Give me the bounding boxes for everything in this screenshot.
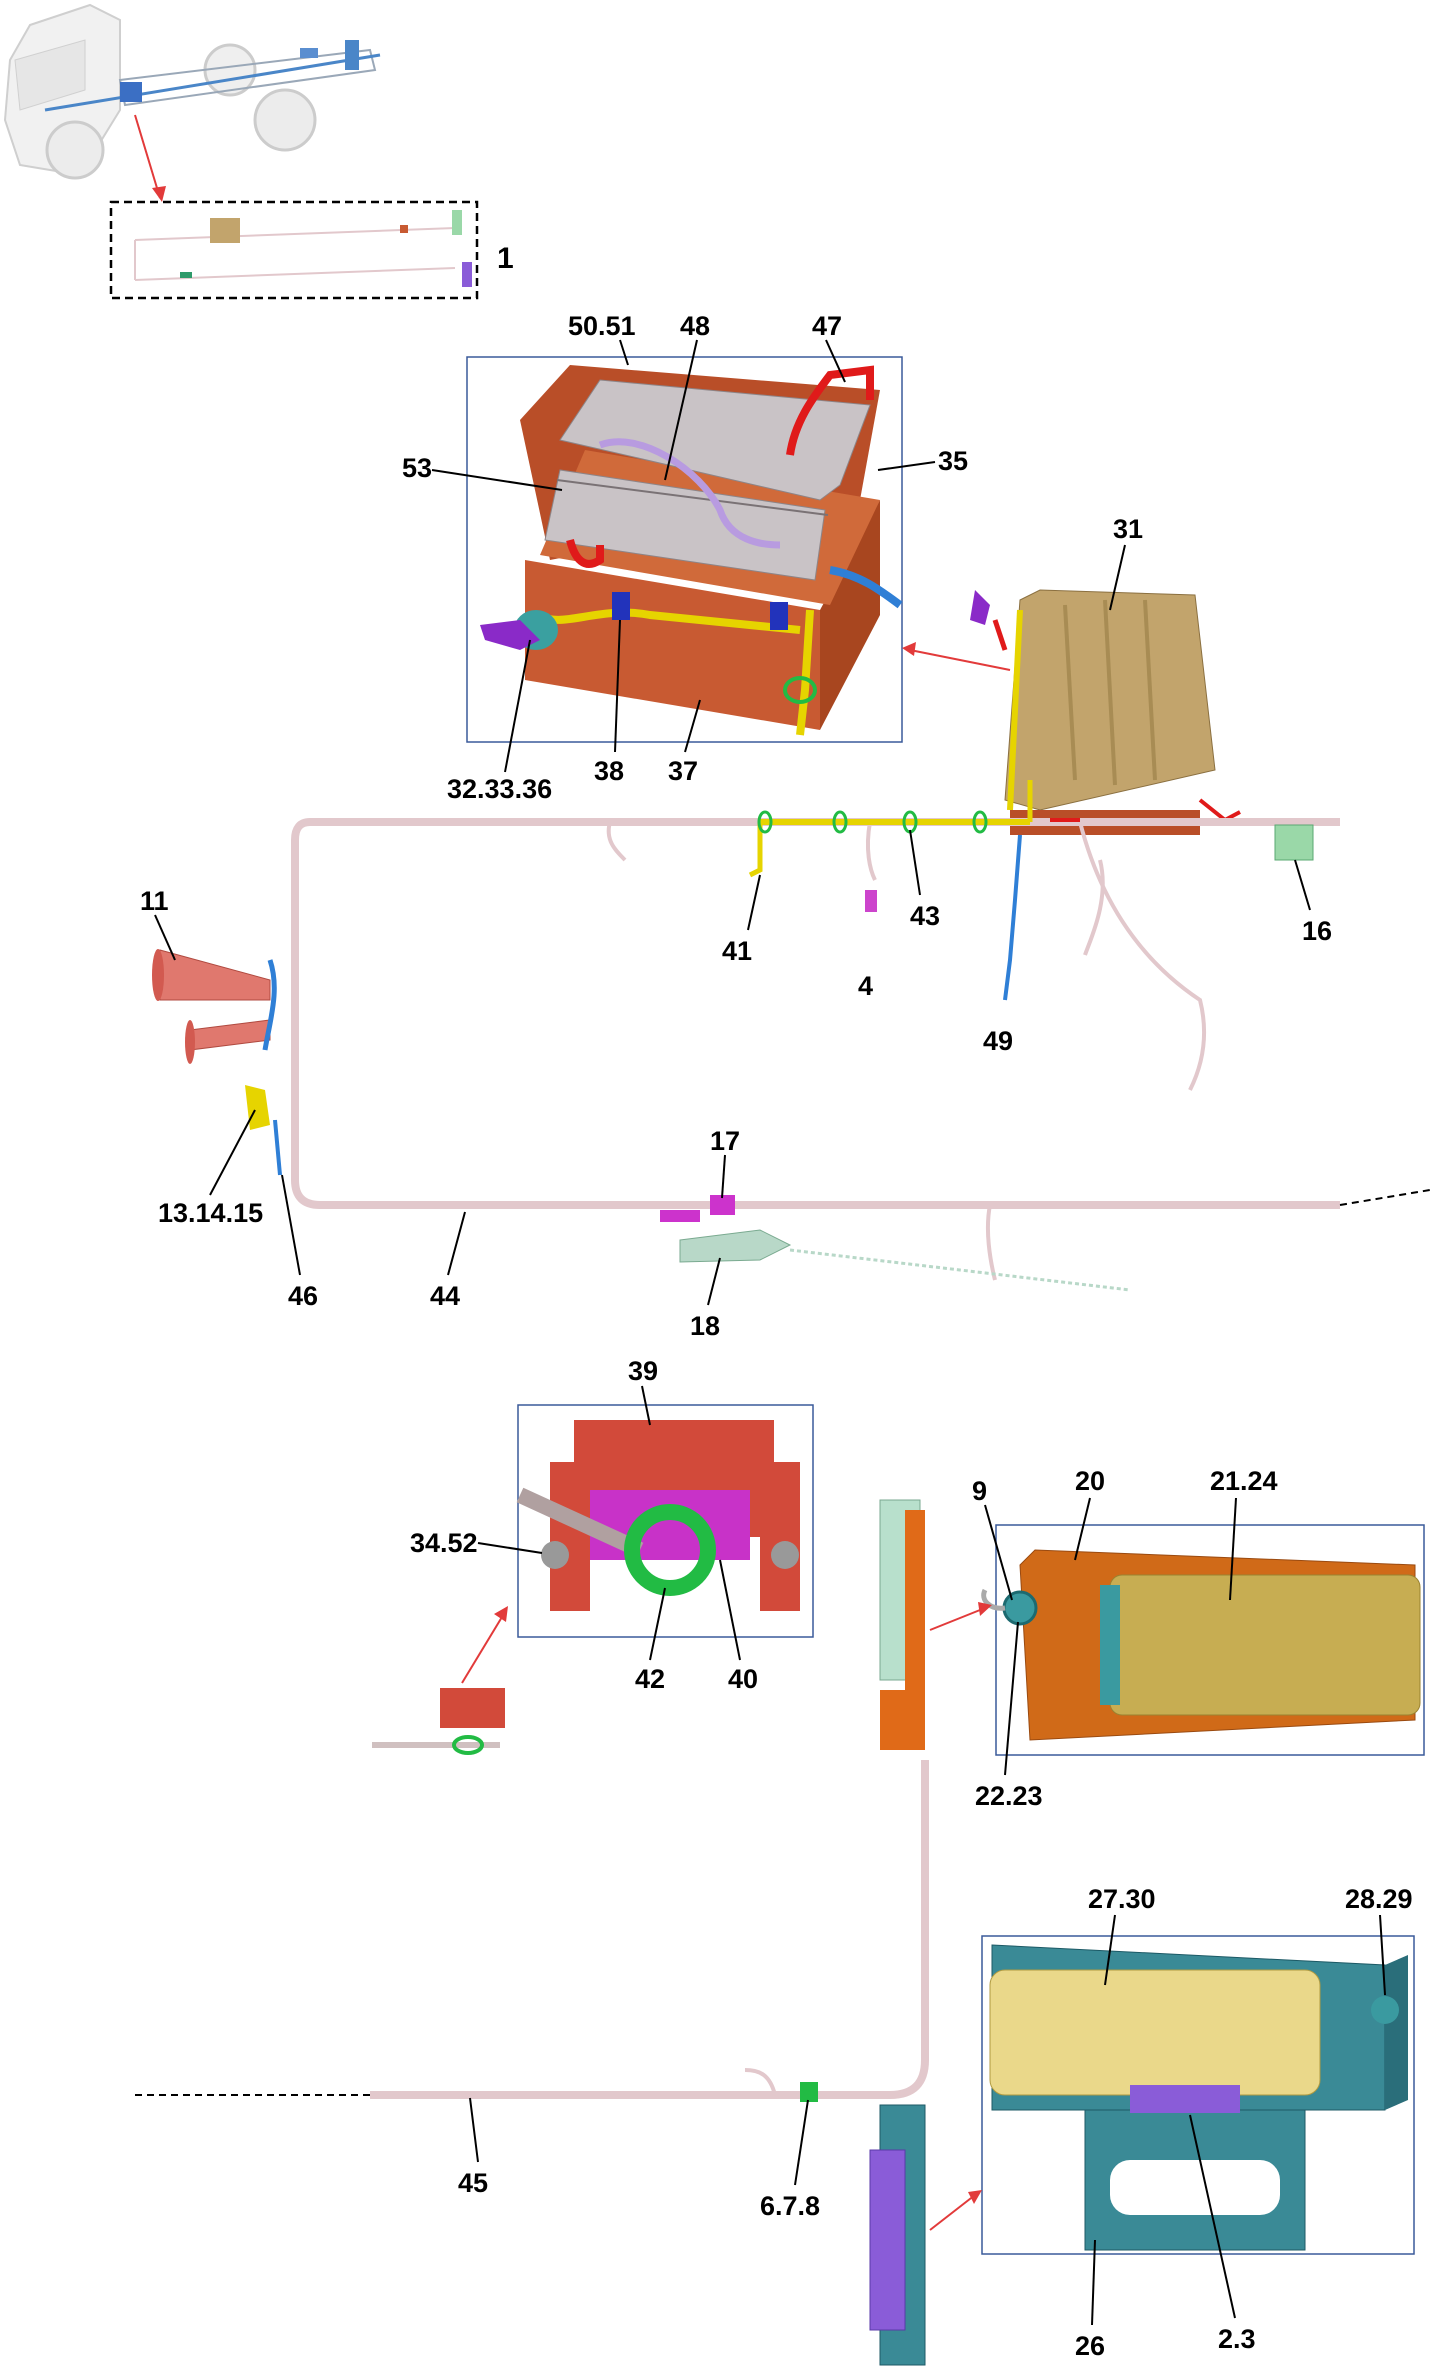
label-32-33-36: 32.33.36 <box>447 774 552 804</box>
arrow-head-icon <box>152 186 166 202</box>
label-45: 45 <box>458 2168 488 2198</box>
label-48: 48 <box>680 311 710 341</box>
label-22-23: 22.23 <box>975 1781 1043 1811</box>
label-42: 42 <box>635 1664 665 1694</box>
main-harness-44 <box>291 780 1431 1292</box>
connector-small <box>440 1688 505 1728</box>
label-41: 41 <box>722 936 752 966</box>
label-26: 26 <box>1075 2331 1105 2361</box>
label-46: 46 <box>288 1281 318 1311</box>
battery-cover <box>970 589 1241 835</box>
label-28-29: 28.29 <box>1345 1884 1413 1914</box>
arrow-head-icon <box>494 1606 508 1622</box>
lamp-lower <box>869 2104 926 2366</box>
label-21-24: 21.24 <box>1210 1466 1278 1496</box>
label-43: 43 <box>910 901 940 931</box>
label-35: 35 <box>938 446 968 476</box>
label-11: 11 <box>140 886 169 916</box>
thumbnail-arrow <box>134 114 161 199</box>
arrow-head-icon <box>978 1602 992 1616</box>
label-20: 20 <box>1075 1466 1105 1496</box>
label-13-14-15: 13.14.15 <box>158 1198 263 1228</box>
label-9: 9 <box>972 1476 987 1506</box>
label-39: 39 <box>628 1356 658 1386</box>
label-34-52: 34.52 <box>410 1528 478 1558</box>
label-44: 44 <box>430 1281 460 1311</box>
lamp-lower-inset <box>981 1935 1415 2255</box>
truck-overview-thumbnail <box>3 3 381 180</box>
label-17: 17 <box>710 1126 740 1156</box>
lamp-upper-inset <box>981 1524 1425 1756</box>
label-16: 16 <box>1302 916 1332 946</box>
label-40: 40 <box>728 1664 758 1694</box>
label-31: 31 <box>1113 514 1143 544</box>
label-18: 18 <box>690 1311 720 1341</box>
connector-inset <box>516 1404 814 1638</box>
horns <box>152 949 277 1064</box>
label-50-51: 50.51 <box>568 311 636 341</box>
arrow-head-icon <box>968 2190 982 2204</box>
cable-46 <box>273 1119 282 1176</box>
battery-arrow <box>909 649 1011 671</box>
label-53: 53 <box>402 453 432 483</box>
battery-box-inset <box>466 356 903 743</box>
lamp-upper <box>879 1499 925 1750</box>
label-37: 37 <box>668 756 698 786</box>
label-27-30: 27.30 <box>1088 1884 1156 1914</box>
label-38: 38 <box>594 756 624 786</box>
label-49: 49 <box>983 1026 1013 1056</box>
arrow-head-icon <box>902 642 916 656</box>
label-2-3: 2.3 <box>1218 2324 1256 2354</box>
harness-inset-box <box>109 200 479 300</box>
label-4: 4 <box>858 971 873 1001</box>
label-6-7-8: 6.7.8 <box>760 2191 820 2221</box>
main-harness-45 <box>135 1760 929 2102</box>
label-1: 1 <box>497 242 514 275</box>
label-47: 47 <box>812 311 842 341</box>
